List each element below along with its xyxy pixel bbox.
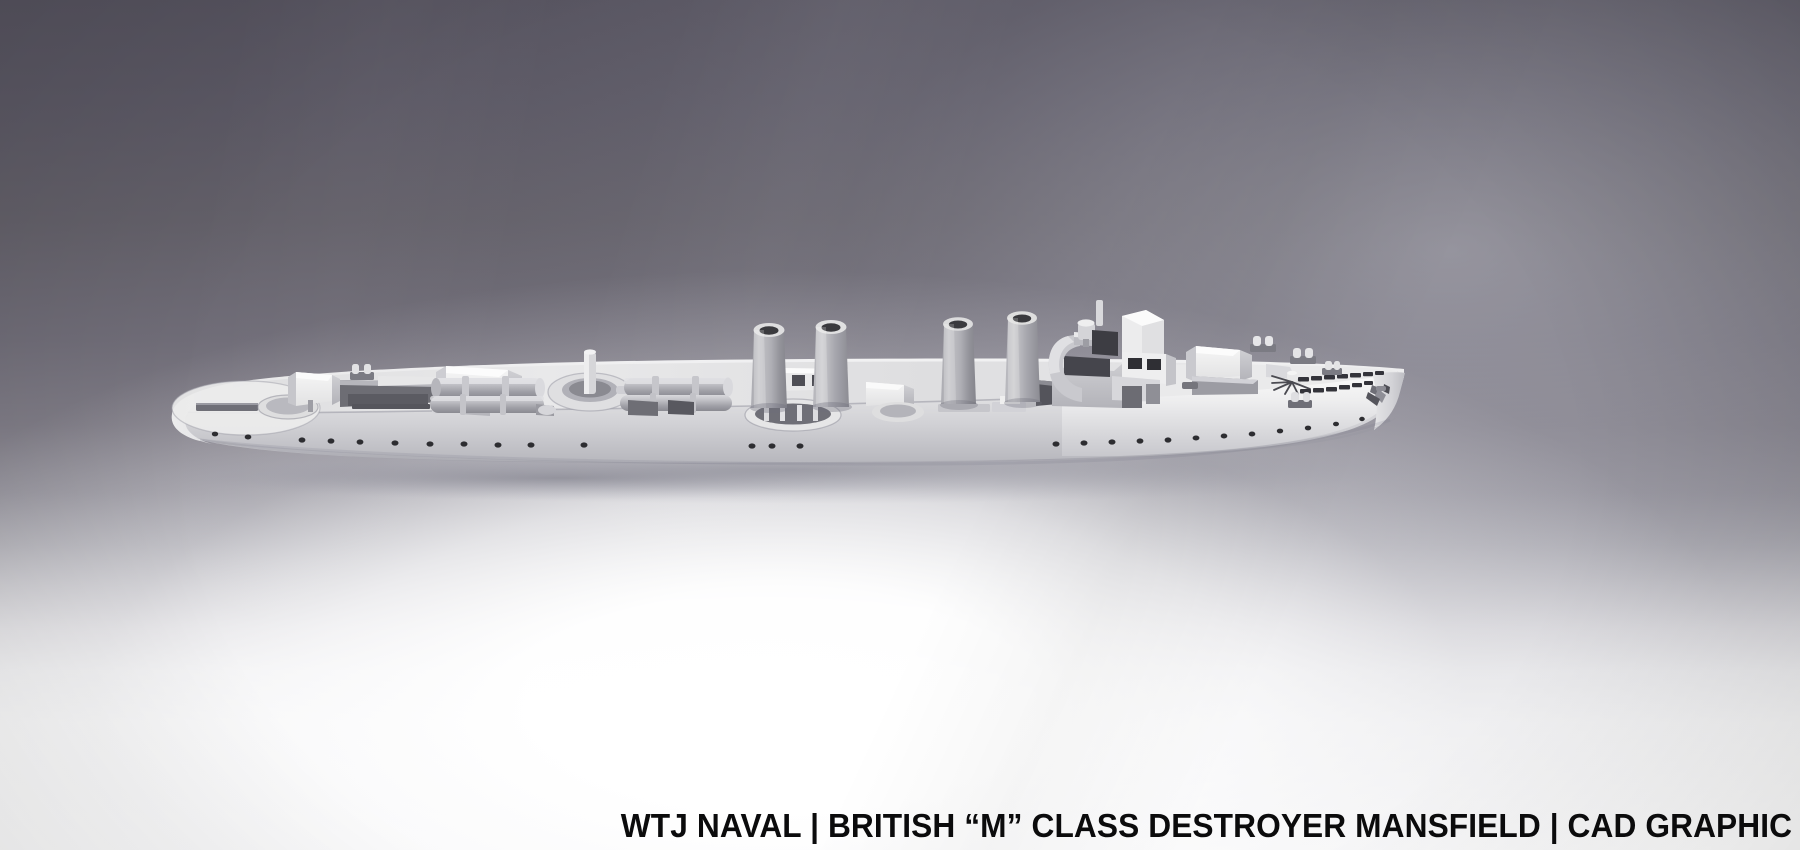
render-caption: WTJ NAVAL | BRITISH “M” CLASS DESTROYER … xyxy=(620,807,1792,845)
